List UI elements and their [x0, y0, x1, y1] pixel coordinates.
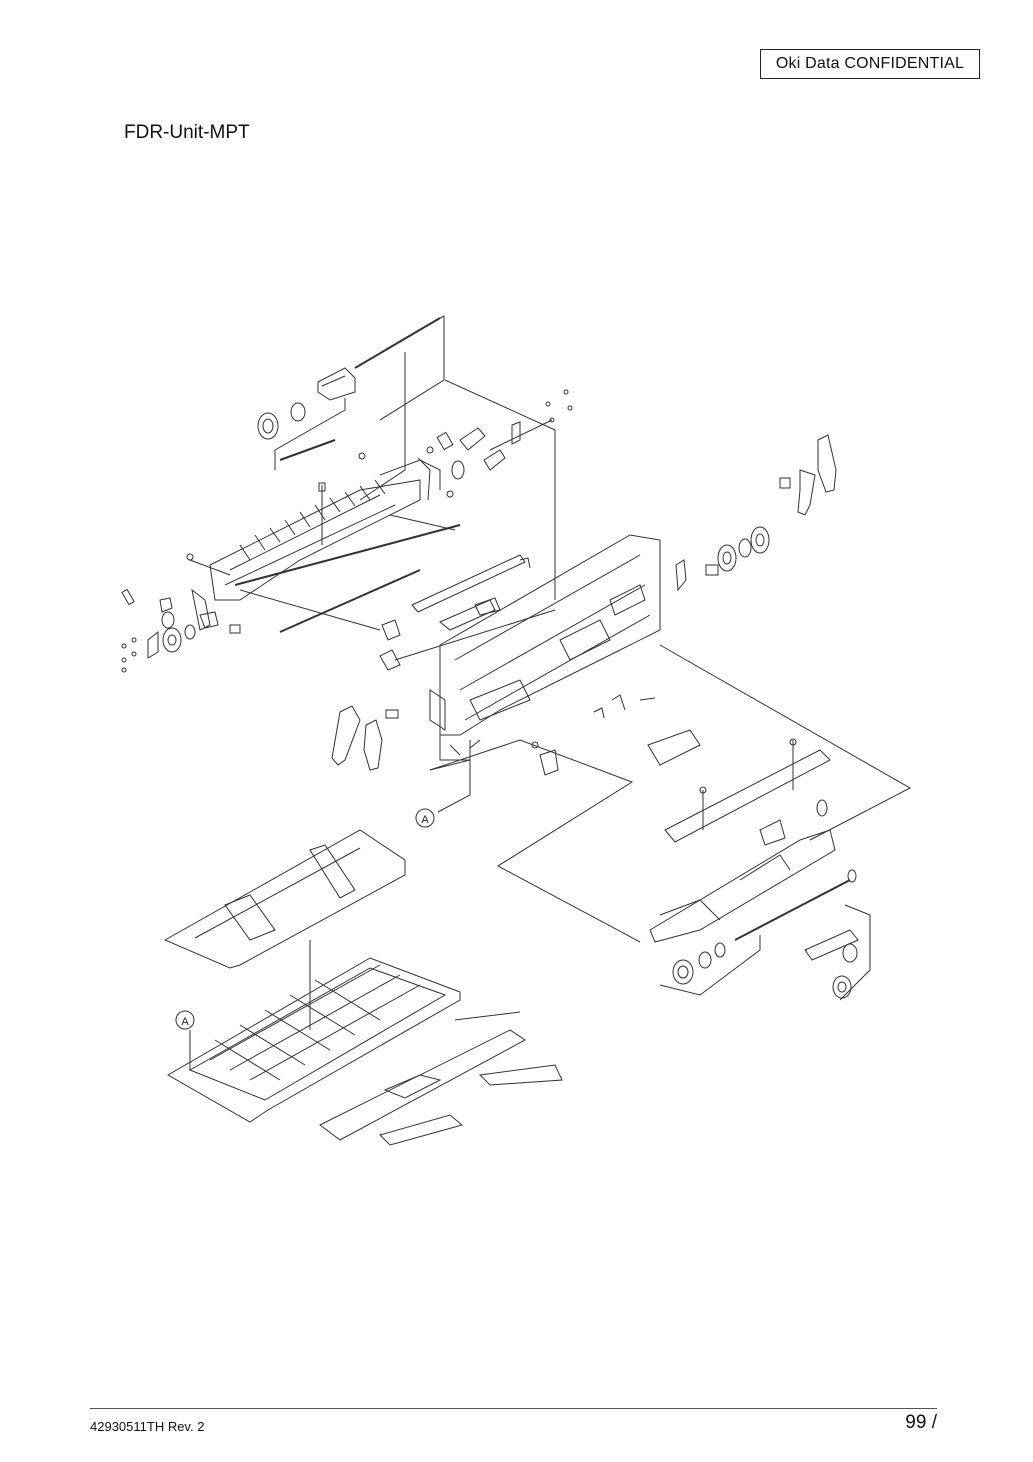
guide-parts [379, 554, 556, 671]
page-number: 99 / [905, 1412, 937, 1433]
left-gear-cluster [121, 553, 241, 673]
right-gears [675, 526, 770, 592]
right-shaft-rollers [659, 869, 871, 1001]
extension-tray [319, 1011, 563, 1146]
main-frame [429, 534, 661, 761]
mid-small-parts [531, 694, 701, 776]
callout-a-label: A [421, 814, 429, 826]
footer-divider [90, 1408, 937, 1409]
right-lever [779, 434, 837, 516]
top-shaft [354, 315, 556, 600]
callout-lines [429, 644, 912, 943]
roller-bracket [317, 367, 356, 401]
document-number: 42930511TH Rev. 2 [90, 1419, 205, 1434]
callout-a-circle [175, 1010, 195, 1030]
pickup-roller-pair [257, 398, 346, 470]
long-rods [234, 514, 461, 633]
callout-a-circle [415, 808, 435, 828]
right-plate [664, 738, 831, 843]
mpt-tray-base [166, 957, 461, 1123]
callout-a-label: A [181, 1016, 189, 1028]
right-lower-frame [649, 799, 836, 943]
upper-small-parts [358, 389, 573, 501]
mpt-tray-top [163, 829, 406, 1030]
confidential-label: Oki Data CONFIDENTIAL [760, 49, 980, 79]
left-lever [331, 705, 399, 771]
upper-frame [209, 459, 441, 601]
page-title: FDR-Unit-MPT [124, 122, 250, 143]
